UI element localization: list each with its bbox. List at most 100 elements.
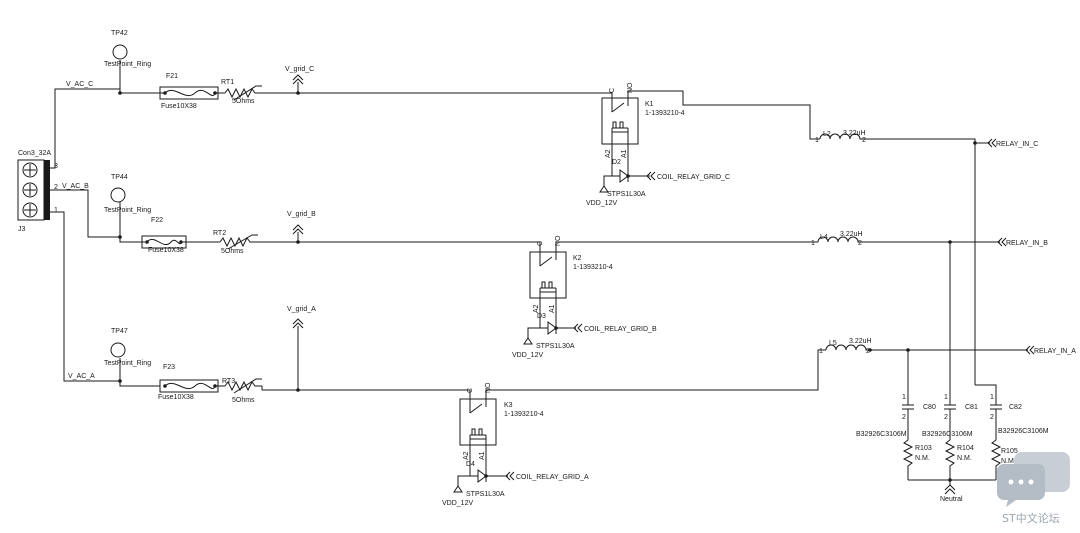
relay-pin-a2: A2	[605, 149, 612, 158]
cap-pin-2: 2	[990, 414, 994, 421]
capacitor-c80: 1 2 C80 B32926C3106M	[856, 394, 936, 440]
fuse-ref: F21	[166, 73, 178, 80]
fuse-value: Fuse10X38	[161, 103, 197, 110]
coil-driver-c: D2 STPS1L30A COIL_RELAY_GRID_C VDD_12V	[586, 150, 730, 207]
relay-pin-a2: A2	[463, 451, 470, 460]
phase-a-path	[50, 211, 1028, 397]
coil-driver-a: D4 STPS1L30A COIL_RELAY_GRID_A VDD_12V	[442, 452, 589, 507]
fuse-value: Fuse10X38	[158, 394, 194, 401]
relay-ref: K1	[645, 101, 654, 108]
inductor-pin-1: 1	[819, 348, 823, 355]
cap-pin-2: 2	[944, 414, 948, 421]
relay-ref: K2	[573, 255, 582, 262]
testpoint-ref: TP47	[111, 328, 128, 335]
fuse-f22: F22 Fuse10X38	[141, 217, 187, 254]
net-arrow-icon	[292, 318, 304, 329]
inductor-value: 3.22uH	[849, 338, 872, 345]
capacitor-value: B32926C3106M	[998, 428, 1049, 435]
diode-ref: D2	[612, 159, 621, 166]
connector-j3: Con3_32A J3 3 2 1	[17, 150, 58, 233]
net-relay-in-c: RELAY_IN_C	[996, 141, 1038, 148]
fuse-f21: F21 Fuse10X38	[159, 73, 219, 110]
thermistor-rt3: RT3 5Ohms	[222, 378, 262, 404]
thermistor-ref: RT3	[222, 378, 235, 385]
thermistor-rt1: RT1 5Ohms	[221, 79, 262, 105]
watermark-logo: ST中文论坛	[997, 452, 1070, 525]
fuse-ref: F23	[163, 364, 175, 371]
thermistor-ref: RT2	[213, 230, 226, 237]
net-coil-c: COIL_RELAY_GRID_C	[657, 174, 730, 181]
net-v-ac-c: V_AC_C	[66, 81, 93, 88]
resistor-r103: R103 N.M.	[902, 439, 932, 480]
net-coil-a: COIL_RELAY_GRID_A	[516, 474, 589, 481]
terminal-screw-icon	[22, 182, 38, 198]
relay-value: 1-1393210-4	[504, 411, 544, 418]
inductor-value: 3.22uH	[843, 130, 866, 137]
cap-pin-2: 2	[902, 414, 906, 421]
cap-pin-1: 1	[990, 394, 994, 401]
fuse-ref: F22	[151, 217, 163, 224]
fuse-f23: F23 Fuse10X38	[158, 364, 219, 401]
neutral-bus: Neutral	[908, 478, 996, 503]
connector-pin-1: 1	[54, 207, 58, 214]
relay-pin-no: NO	[627, 82, 634, 93]
diode-value: STPS1L30A	[466, 491, 505, 498]
net-v-ac-b: V_AC_B	[62, 183, 89, 190]
diode-ref: D3	[537, 313, 546, 320]
capacitor-ref: C80	[923, 404, 936, 411]
resistor-ref: R103	[915, 445, 932, 452]
capacitor-c81: 1 2 C81 B32926C3106M	[922, 394, 978, 440]
relay-k3: C NO A2 A1 K3 1-1393210-4	[459, 382, 544, 460]
inductor-ref: L4	[820, 234, 828, 241]
capacitor-c82: 1 2 C82 B32926C3106M	[990, 394, 1049, 440]
net-arrow-icon	[1025, 345, 1035, 355]
resistor-ref: R104	[957, 445, 974, 452]
coil-driver-b: D3 STPS1L30A COIL_RELAY_GRID_B VDD_12V	[512, 305, 657, 359]
relay-pin-c: C	[537, 241, 544, 246]
net-coil-b: COIL_RELAY_GRID_B	[584, 326, 657, 333]
diode-value: STPS1L30A	[607, 191, 646, 198]
inductor-l2: L2 3.22uH 1 2	[815, 130, 866, 144]
phase-c-path	[50, 60, 990, 385]
testpoint-value: TestPoint_Ring	[104, 360, 151, 367]
net-arrow-icon	[292, 224, 304, 235]
net-v-grid-b: V_grid_B	[287, 211, 316, 218]
capacitor-value: B32926C3106M	[922, 431, 973, 438]
resistor-r104: R104 N.M.	[944, 439, 974, 480]
capacitor-ref: C82	[1009, 404, 1022, 411]
chat-bubble-icon	[997, 452, 1070, 507]
diode-value: STPS1L30A	[536, 343, 575, 350]
fuse-value: Fuse10X38	[148, 247, 184, 254]
net-arrow-icon	[997, 237, 1007, 247]
inductor-ref: L5	[829, 340, 837, 347]
connector-designator: J3	[18, 226, 26, 233]
net-vdd: VDD_12V	[586, 200, 617, 207]
relay-pin-no: NO	[485, 382, 492, 393]
testpoint-tp44: TP44 TestPoint_Ring	[104, 174, 151, 214]
relay-k2: C NO A2 A1 K2 1-1393210-4	[529, 235, 613, 313]
inductor-value: 3.22uH	[840, 231, 863, 238]
relay-ref: K3	[504, 402, 513, 409]
net-vdd: VDD_12V	[512, 352, 543, 359]
thermistor-value: 5Ohms	[221, 248, 244, 255]
resistor-value: N.M.	[915, 455, 930, 462]
net-neutral: Neutral	[940, 496, 963, 503]
thermistor-rt2: RT2 5Ohms	[213, 230, 258, 255]
resistor-r105: R105 N.M.	[990, 439, 1018, 480]
relay-pin-c: C	[467, 388, 474, 393]
resistor-value: N.M.	[957, 455, 972, 462]
net-vdd: VDD_12V	[442, 500, 473, 507]
inductor-l4: L4 3.22uH 1 2	[811, 231, 863, 247]
cap-pin-1: 1	[902, 394, 906, 401]
cap-pin-1: 1	[944, 394, 948, 401]
relay-pin-a1: A1	[621, 149, 628, 158]
net-relay-in-a: RELAY_IN_A	[1034, 348, 1076, 355]
inductor-pin-1: 1	[815, 137, 819, 144]
capacitor-value: B32926C3106M	[856, 431, 907, 438]
inductor-pin-2: 2	[862, 137, 866, 144]
inductor-pin-2: 2	[858, 240, 862, 247]
testpoint-value: TestPoint_Ring	[104, 207, 151, 214]
relay-pin-a2: A2	[533, 304, 540, 313]
net-v-grid-a: V_grid_A	[287, 306, 316, 313]
